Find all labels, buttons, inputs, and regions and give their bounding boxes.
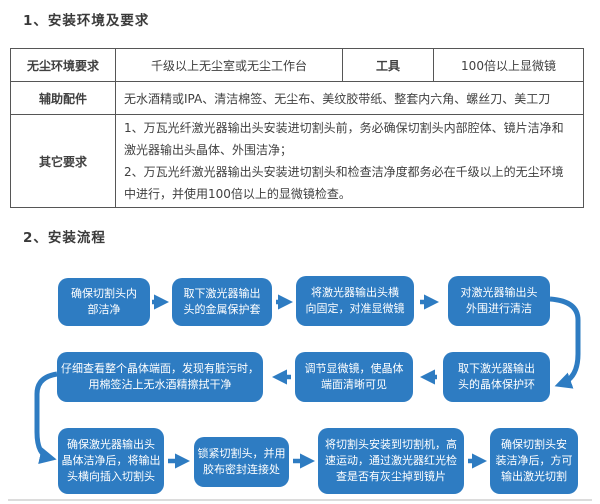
flow-step-11: 确保切割头安 装洁净后，方可 输出激光切割 <box>490 428 578 494</box>
flow-step-5: 取下激光器输出 头的晶体保护环 <box>443 352 550 402</box>
section-1-heading: 1、安装环境及要求 <box>23 13 150 29</box>
cell-env-requirement-label: 无尘环境要求 <box>10 48 116 82</box>
other-requirement-item-1: 1、万瓦光纤激光器输出头安装进切割头前，务必确保切割头内部腔体、镜片洁净和 激光… <box>124 121 564 157</box>
flow-step-10: 将切割头安装到切割机，高 速运动，通过激光器红光检 查是否有灰尘掉到镜片 <box>318 428 464 494</box>
flow-step-3: 将激光器输出头横 向固定，对准显微镜 <box>296 276 414 326</box>
flow-step-4: 对激光器输出头 外围进行清洁 <box>448 276 550 326</box>
flow-step-9: 锁紧切割头，并用 胶布密封连接处 <box>194 437 289 487</box>
table-row: 其它要求 1、万瓦光纤激光器输出头安装进切割头前，务必确保切割头内部腔体、镜片洁… <box>10 114 584 208</box>
table-row: 无尘环境要求 千级以上无尘室或无尘工作台 工具 100倍以上显微镜 <box>10 48 584 82</box>
cell-accessories-value: 无水酒精或IPA、清洁棉签、无尘布、美纹胶带纸、整套内六角、螺丝刀、美工刀 <box>115 81 584 115</box>
other-requirement-item-2: 2、万瓦光纤激光器输出头安装进切割头和检查洁净度都务必在千级以上的无尘环境 中进… <box>124 165 564 201</box>
table-row: 辅助配件 无水酒精或IPA、清洁棉签、无尘布、美纹胶带纸、整套内六角、螺丝刀、美… <box>10 81 584 115</box>
cell-tool-value: 100倍以上显微镜 <box>433 48 584 82</box>
cell-other-requirements-value: 1、万瓦光纤激光器输出头安装进切割头前，务必确保切割头内部腔体、镜片洁净和 激光… <box>115 114 584 208</box>
requirements-table: 无尘环境要求 千级以上无尘室或无尘工作台 工具 100倍以上显微镜 辅助配件 无… <box>10 48 584 208</box>
cell-env-requirement-value: 千级以上无尘室或无尘工作台 <box>115 48 343 82</box>
cell-other-requirements-label: 其它要求 <box>10 114 116 208</box>
bottom-divider <box>8 499 592 501</box>
flow-step-2: 取下激光器输出 头的金属保护套 <box>172 278 272 326</box>
connector-row2-to-row3-icon <box>34 371 58 464</box>
cell-tool-label: 工具 <box>342 48 434 82</box>
flow-step-7: 仔细查看整个晶体端面，发现有脏污时， 用棉签沾上无水酒精擦拭干净 <box>57 352 263 402</box>
section-2-heading: 2、安装流程 <box>23 230 106 246</box>
cell-accessories-label: 辅助配件 <box>10 81 116 115</box>
flow-step-8: 确保激光器输出头 晶体洁净后，将输出 头横向插入切割头 <box>58 428 164 494</box>
flow-step-1: 确保切割头内 部洁净 <box>58 278 150 326</box>
flow-step-6: 调节显微镜，使晶体 端面清晰可见 <box>295 352 413 402</box>
connector-row1-to-row2-icon <box>549 296 581 389</box>
